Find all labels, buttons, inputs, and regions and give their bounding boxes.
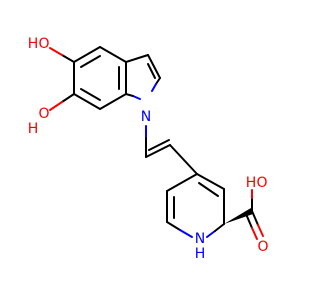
bond <box>251 210 259 226</box>
bond <box>125 54 149 63</box>
bond <box>61 93 75 103</box>
bond-to-o <box>251 227 258 240</box>
atom-h-top: H <box>28 36 39 52</box>
bond <box>99 46 127 63</box>
bond <box>169 144 198 175</box>
bond <box>196 173 225 190</box>
indole-pyrrole-ring <box>125 54 161 100</box>
atom-n-ring: N <box>195 231 205 247</box>
atom-h-ring: H <box>195 246 206 262</box>
atom-o-left: O <box>38 106 49 122</box>
molecule-diagram: O H O H N O H O N H <box>27 36 269 262</box>
double-bond-inner <box>147 63 156 79</box>
double-bond-inner <box>198 182 219 197</box>
bond <box>99 93 127 110</box>
double-bond-inner <box>80 55 101 68</box>
double-bond-inner <box>245 213 253 229</box>
bond <box>73 93 101 110</box>
bond-to-o <box>49 101 63 111</box>
bond-to-n <box>132 95 141 100</box>
bond <box>125 93 134 97</box>
carboxylic-acid-bonds <box>245 189 264 240</box>
bond <box>145 144 171 158</box>
atom-n-indole: N <box>141 109 151 125</box>
bond-to-n <box>151 83 157 92</box>
atom-o-acid: O <box>256 175 267 191</box>
bond <box>61 54 75 63</box>
stereo-wedge <box>224 208 253 224</box>
bond-to-n <box>206 230 216 238</box>
bond <box>166 221 181 231</box>
dihydropyridine-ring <box>166 173 225 238</box>
double-bond-inner <box>80 88 101 101</box>
bond <box>155 77 161 85</box>
vinyl-linker <box>145 125 198 175</box>
double-bond-inner <box>148 139 170 151</box>
atom-o-top: O <box>38 36 49 52</box>
hydroxyl-bonds <box>49 47 75 111</box>
atom-h-left: H <box>28 121 39 137</box>
indole-benzene-ring <box>73 46 127 110</box>
bond <box>73 46 101 63</box>
atom-h-acid: H <box>246 175 257 191</box>
bond-to-o <box>257 224 264 237</box>
molecule-structure: O H O H N O H O N H <box>28 36 269 262</box>
bond-to-n <box>179 229 193 238</box>
bond-to-o <box>49 47 63 56</box>
bond <box>166 173 198 192</box>
bond <box>214 223 225 232</box>
bond <box>147 54 161 79</box>
atom-o-carbonyl: O <box>257 239 268 255</box>
